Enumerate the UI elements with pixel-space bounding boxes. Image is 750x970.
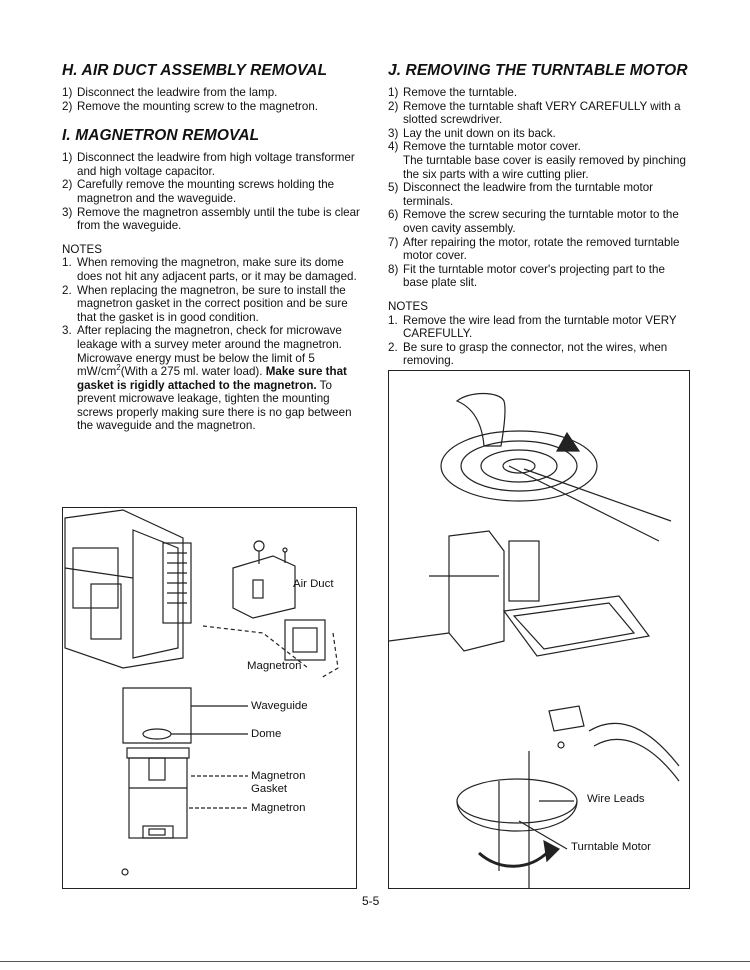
- waveguide-label: Waveguide: [251, 700, 308, 712]
- list-item: 4)Remove the turntable motor cover.: [388, 140, 581, 154]
- list-item: 1.Remove the wire lead from the turntabl…: [388, 313, 677, 341]
- notes-heading: NOTES: [388, 299, 428, 313]
- list-item: 5)Disconnect the leadwire from the turnt…: [388, 181, 654, 208]
- list-item: 2)Remove the turntable shaft VERY CAREFU…: [388, 99, 681, 127]
- gasket-label-line1: Magnetron: [251, 770, 306, 782]
- wire-leads-label: Wire Leads: [587, 793, 645, 805]
- air-duct-steps: 1)Disconnect the leadwire from the lamp.…: [62, 86, 362, 113]
- turntable-steps: 1)Remove the turntable. 2)Remove the tur…: [388, 86, 688, 290]
- list-item: 1)Disconnect the leadwire from the lamp.: [62, 86, 278, 99]
- left-column: H. AIR DUCT ASSEMBLY REMOVAL 1)Disconnec…: [62, 62, 362, 433]
- list-item: 1)Disconnect the leadwire from high volt…: [62, 151, 355, 178]
- list-item: 6)Remove the screw securing the turntabl…: [388, 208, 679, 235]
- magnetron-removal-title: I. MAGNETRON REMOVAL: [62, 127, 260, 145]
- page-number: 5-5: [362, 894, 380, 908]
- turntable-motor-title: J. REMOVING THE TURNTABLE MOTOR: [388, 62, 688, 79]
- gasket-label-line2: Gasket: [251, 783, 288, 795]
- magnetron-label: Magnetron: [247, 660, 302, 672]
- list-item: 7)After repairing the motor, rotate the …: [388, 235, 680, 263]
- list-item: 3)Lay the unit down on its back.: [388, 126, 556, 140]
- turntable-illustration: [389, 392, 680, 888]
- right-column: J. REMOVING THE TURNTABLE MOTOR 1)Remove…: [388, 62, 688, 368]
- turntable-motor-label: Turntable Motor: [571, 841, 651, 853]
- air-duct-label: Air Duct: [293, 578, 334, 590]
- turntable-notes: 1.Remove the wire lead from the turntabl…: [388, 314, 688, 368]
- magnetron-illustration: [64, 509, 339, 876]
- air-duct-title: H. AIR DUCT ASSEMBLY REMOVAL: [62, 62, 328, 79]
- list-item: 3)Remove the magnetron assembly until th…: [62, 205, 360, 233]
- list-item: 2.Be sure to grasp the connector, not th…: [388, 340, 668, 368]
- magnetron-steps: 1)Disconnect the leadwire from high volt…: [62, 151, 362, 233]
- page-bottom-rule: [0, 961, 750, 962]
- list-item: 1.When removing the magnetron, make sure…: [62, 256, 357, 283]
- dome-label: Dome: [251, 728, 282, 740]
- magnetron-diagram: Air Duct Magnetron Waveguide Dome Magnet…: [62, 507, 357, 889]
- magnetron-bottom-label: Magnetron: [251, 802, 306, 814]
- list-item: The turntable base cover is easily remov…: [403, 153, 686, 181]
- notes-heading: NOTES: [62, 242, 102, 256]
- list-item: 2.When replacing the magnetron, be sure …: [62, 283, 348, 324]
- list-item: 8)Fit the turntable motor cover's projec…: [388, 262, 665, 290]
- gasket-warning: Make sure that gasket is rigidly attache…: [77, 365, 347, 392]
- turntable-motor-diagram: Wire Leads Turntable Motor: [388, 370, 690, 889]
- list-item: 3.After replacing the magnetron, check f…: [62, 324, 352, 433]
- list-item: 2)Remove the mounting screw to the magne…: [62, 99, 319, 113]
- list-item: 2)Carefully remove the mounting screws h…: [62, 178, 335, 205]
- list-item: 1)Remove the turntable.: [388, 86, 518, 99]
- magnetron-notes: 1.When removing the magnetron, make sure…: [62, 256, 362, 433]
